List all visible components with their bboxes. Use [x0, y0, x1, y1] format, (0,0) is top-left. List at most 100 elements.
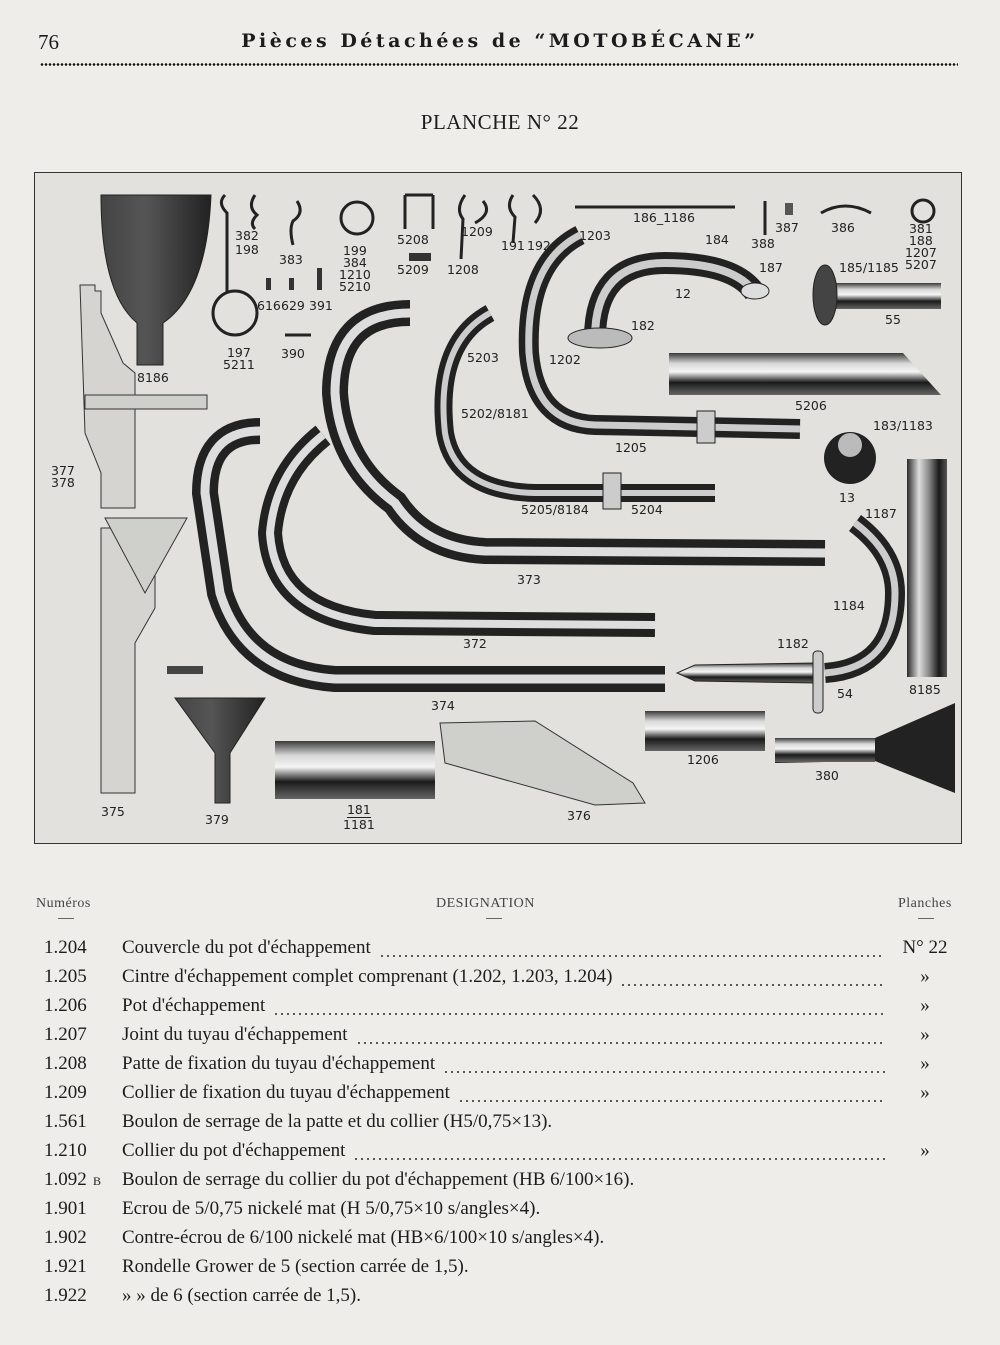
label-377: 377	[51, 463, 75, 478]
label-197: 197	[226, 345, 251, 360]
label-1184: 1184	[833, 598, 865, 613]
label-387: 387	[775, 220, 799, 235]
label-1206: 1206	[687, 752, 719, 767]
part-379	[174, 697, 266, 804]
plate-reference: »	[920, 1024, 930, 1045]
label-1207: 1207	[905, 245, 937, 260]
dot-leader	[273, 1012, 885, 1016]
part-designation: Rondelle Grower de 5 (section carrée de …	[122, 1256, 469, 1277]
table-row: 1.208 Patte de fixation du tuyau d'échapp…	[0, 1053, 1000, 1082]
dot-leader	[443, 1070, 885, 1074]
part-designation: Pot d'échappement	[122, 995, 266, 1016]
label-199: 199	[342, 243, 367, 258]
part-designation: Boulon de serrage du collier du pot d'éc…	[122, 1169, 635, 1190]
dot-leader	[458, 1099, 885, 1103]
label-380: 380	[815, 768, 839, 783]
part-number: 1.209	[44, 1082, 87, 1103]
table-row: 1.209 Collier de fixation du tuyau d'écha…	[0, 1082, 1000, 1111]
label-381: 381	[908, 221, 933, 236]
label-5204: 5204	[631, 502, 663, 517]
page-number: 76	[38, 30, 59, 54]
label-184: 184	[705, 232, 729, 247]
column-divider	[58, 918, 74, 919]
part-number-suffix: B	[93, 1174, 102, 1188]
part-designation: Ecrou de 5/0,75 nickelé mat (H 5/0,75×10…	[122, 1198, 541, 1219]
label-1210: 1210	[339, 267, 371, 282]
part-number: 1.204	[44, 937, 87, 958]
label-185-1185: 185/1185	[839, 260, 899, 275]
table-row: 1.922» » de 6 (section carrée de 1,5).	[0, 1285, 1000, 1314]
label-390: 390	[281, 346, 305, 361]
label-388: 388	[751, 236, 775, 251]
part-number: 1.921	[44, 1256, 87, 1277]
column-divider	[918, 918, 934, 919]
label-382: 382	[235, 228, 259, 243]
part-designation: Cintre d'échappement complet comprenant …	[122, 966, 613, 987]
dot-leader	[356, 1041, 885, 1045]
part-197	[220, 193, 229, 293]
label-186-1186: 186_1186	[633, 210, 695, 225]
plate-title: PLANCHE N° 22	[420, 110, 580, 134]
column-divider	[486, 918, 502, 919]
part-199	[339, 200, 375, 236]
label-1187: 1187	[865, 506, 897, 521]
part-number: 1.922	[44, 1285, 87, 1306]
table-row: 1.921 Rondelle Grower de 5 (section carré…	[0, 1256, 1000, 1285]
table-row: 1.092 B Boulon de serrage du collier du po…	[0, 1169, 1000, 1198]
parts-drawing	[79, 193, 955, 806]
part-383	[289, 200, 302, 246]
label-5205-8184: 5205/8184	[521, 502, 589, 517]
part-designation: Couvercle du pot d'échappement	[122, 937, 371, 958]
part-191	[508, 194, 517, 244]
header-dotted-rule	[40, 62, 958, 67]
part-5208	[403, 193, 435, 229]
label-182: 182	[631, 318, 655, 333]
plate-reference: »	[920, 1053, 930, 1074]
part-designation: Patte de fixation du tuyau d'échappement	[122, 1053, 436, 1074]
label-8185: 8185	[909, 682, 941, 697]
part-181	[275, 741, 435, 799]
part-1209	[474, 200, 489, 225]
label-629: 629	[281, 298, 305, 313]
part-designation: Collier de fixation du tuyau d'échappeme…	[122, 1082, 450, 1103]
label-5209: 5209	[397, 262, 429, 277]
label-5208: 5208	[397, 232, 429, 247]
label-198: 198	[235, 242, 259, 257]
label-384: 384	[342, 255, 367, 270]
part-number: 1.561	[44, 1111, 87, 1132]
label-372: 372	[463, 636, 487, 651]
label-187: 187	[759, 260, 783, 275]
label-181: 181	[346, 802, 371, 818]
part-number: 1.205	[44, 966, 87, 987]
label-5211: 5211	[223, 357, 255, 372]
part-376	[439, 720, 646, 806]
part-number: 1.092	[44, 1169, 87, 1190]
plate-reference: »	[920, 1082, 930, 1103]
label-1182: 1182	[777, 636, 809, 651]
part-number: 1.210	[44, 1140, 87, 1161]
part-number: 1.208	[44, 1053, 87, 1074]
part-designation: Collier du pot d'échappement	[122, 1140, 346, 1161]
label-1208: 1208	[447, 262, 479, 277]
label-54: 54	[837, 686, 853, 701]
part-8185	[907, 459, 947, 677]
label-183-1183: 183/1183	[873, 418, 933, 433]
part-192	[531, 193, 542, 224]
label-376: 376	[567, 808, 591, 823]
table-row: 1.205 Cintre d'échappement complet compre…	[0, 966, 1000, 995]
part-number: 1.902	[44, 1227, 87, 1248]
running-title: Pièces Détachées de “MOTOBÉCANE”	[241, 30, 759, 52]
label-1203: 1203	[579, 228, 611, 243]
part-1208	[458, 194, 467, 260]
part-382	[250, 194, 260, 231]
label-188: 188	[908, 233, 933, 248]
